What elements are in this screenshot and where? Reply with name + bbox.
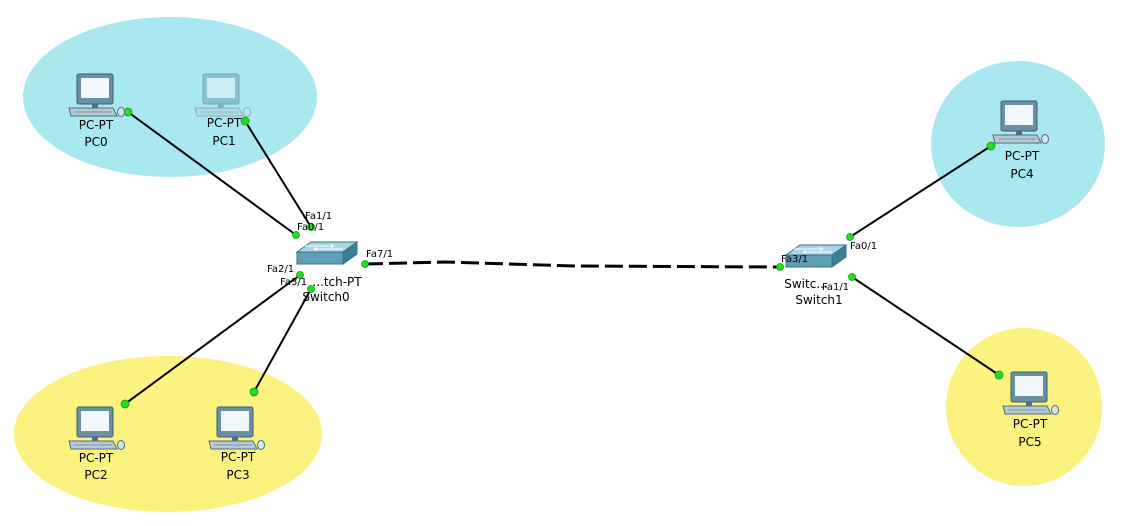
port-led [249, 387, 259, 397]
pc-name-label: PC1 [212, 134, 235, 148]
pc-model-label: PC-PT [1013, 417, 1048, 431]
link-pc1-switch0[interactable] [244, 120, 312, 228]
link-pc2-switch0[interactable] [124, 274, 301, 405]
links [124, 111, 1000, 405]
port-led [986, 141, 996, 151]
port-label: Fa2/1 [267, 264, 294, 275]
pc-name-label: PC5 [1018, 435, 1041, 449]
pc-name-label: PC0 [84, 135, 107, 149]
switch-node-switch0[interactable] [296, 241, 358, 265]
port-led [296, 271, 304, 279]
port-led [994, 370, 1004, 380]
pc-name-label: PC4 [1010, 167, 1033, 181]
port-led [120, 399, 130, 409]
zone-top-left [23, 17, 317, 177]
switch-model-label: Switc... [784, 277, 828, 291]
pc-name-label: PC3 [226, 468, 249, 482]
port-led [848, 273, 856, 281]
pc-name-label: PC2 [84, 468, 107, 482]
port-label: Fa3/1 [781, 254, 808, 265]
port-led [123, 107, 133, 117]
port-leds [120, 107, 1004, 409]
switch-name-label: Switch1 [795, 293, 842, 307]
port-led [776, 263, 784, 271]
port-led [240, 116, 250, 126]
switch-icon [296, 241, 358, 265]
port-label: Fa1/1 [822, 282, 849, 293]
port-label: Fa0/1 [850, 241, 877, 252]
link-pc3-switch0[interactable] [253, 288, 312, 393]
pc-model-label: PC-PT [221, 450, 256, 464]
port-label: Fa1/1 [305, 211, 332, 222]
zone-top-right [931, 61, 1105, 227]
port-led [307, 223, 315, 231]
port-led [361, 260, 369, 268]
link-switch0-switch1-crossover[interactable] [364, 260, 781, 269]
port-label: Fa3/1 [280, 277, 307, 288]
port-led [307, 285, 315, 293]
link-pc0-switch0[interactable] [127, 111, 297, 236]
link-pc4-switch1[interactable] [849, 145, 992, 238]
port-label: Fa7/1 [366, 249, 393, 260]
switch-model-label: ...tch-PT [312, 275, 362, 289]
pc-model-label: PC-PT [207, 116, 242, 130]
port-led [846, 233, 854, 241]
link-pc5-switch1[interactable] [851, 276, 1000, 376]
zone-bottom-left [14, 356, 322, 512]
pc-model-label: PC-PT [79, 118, 114, 132]
port-label: Fa0/1 [297, 222, 324, 233]
port-labels: Fa1/1 Fa0/1 Fa7/1 Fa2/1 Fa3/1 Fa3/1 Fa0/… [267, 211, 877, 293]
pc-model-label: PC-PT [1005, 149, 1040, 163]
port-led [292, 231, 300, 239]
pc-model-label: PC-PT [79, 451, 114, 465]
switch-name-label: Switch0 [302, 290, 349, 304]
